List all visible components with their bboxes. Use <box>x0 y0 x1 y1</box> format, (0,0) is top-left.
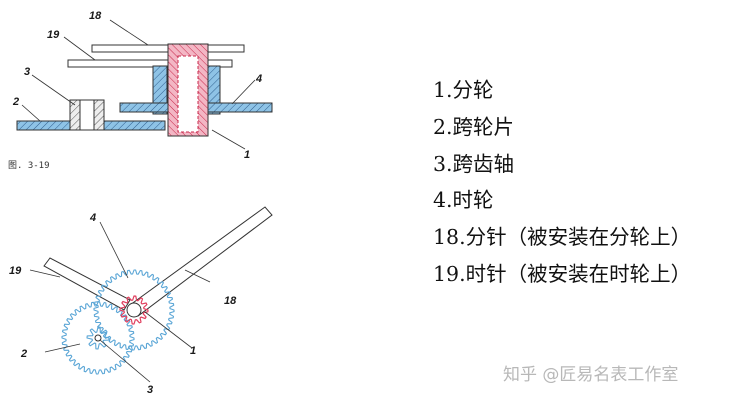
cross-section-view: 18 19 3 2 4 1 图. 3-19 <box>8 10 273 171</box>
gear-train-view: 4 19 18 2 1 3 <box>9 206 273 396</box>
minute-pinion-gear <box>86 326 110 350</box>
hour-wheel-gear <box>93 269 175 351</box>
legend-item: 18.分针（被安装在分轮上） <box>433 225 692 250</box>
callout-4-bottom: 4 <box>89 212 96 224</box>
minute-pinion-bore <box>79 99 95 131</box>
callout-1: 1 <box>244 149 250 161</box>
hour-hand-section <box>67 59 233 68</box>
callout-3-bottom: 3 <box>147 384 153 396</box>
cannon-pinion-hub <box>126 302 142 318</box>
legend: 1.分轮 2.跨轮片 3.跨齿轴 4.时轮 18.分针（被安装在分轮上） 19.… <box>433 72 691 293</box>
hour-hand <box>43 257 131 311</box>
legend-item: 1.分轮 <box>433 78 494 102</box>
hour-wheel-tube <box>152 65 168 115</box>
callout-19: 19 <box>47 29 60 41</box>
cannon-pinion-bore <box>177 55 199 133</box>
cannon-pinion-gear <box>119 295 149 325</box>
legend-item: 2.跨轮片 <box>433 114 515 139</box>
callout-2: 2 <box>12 96 19 108</box>
figure-label: 图. 3-19 <box>8 160 50 171</box>
legend-item: 19.时针（被安装在时轮上） <box>433 261 692 286</box>
minute-pinion-hub <box>94 334 102 342</box>
legend-item: 3.跨齿轴 <box>433 151 515 176</box>
callout-2-bottom: 2 <box>20 348 27 360</box>
minute-wheel-gear <box>61 301 135 375</box>
callout-18-bottom: 18 <box>224 295 237 307</box>
minute-hand <box>129 206 273 317</box>
callout-19-bottom: 19 <box>9 265 22 277</box>
callout-3: 3 <box>24 66 30 78</box>
callout-4: 4 <box>255 73 262 85</box>
callout-1-bottom: 1 <box>190 345 196 357</box>
callout-18: 18 <box>89 10 102 22</box>
legend-item: 4.时轮 <box>433 188 494 213</box>
watermark: 知乎 @匠易名表工作室 <box>503 365 679 385</box>
